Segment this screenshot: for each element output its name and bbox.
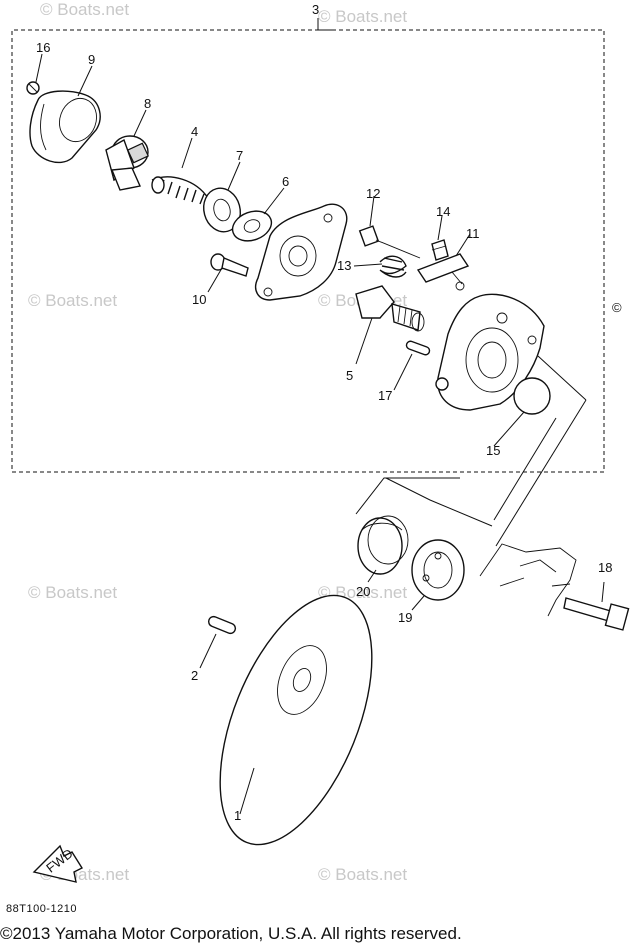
part-12-cap xyxy=(358,225,421,259)
part-13-spring xyxy=(379,255,407,278)
callout-3: 3 xyxy=(312,2,319,17)
callout-6: 6 xyxy=(282,174,289,189)
part-6-washer xyxy=(231,210,273,242)
callout-10: 10 xyxy=(192,292,206,307)
part-15-body xyxy=(435,293,551,415)
leader-lines-lower xyxy=(367,569,425,611)
callout-20: 20 xyxy=(356,584,370,599)
leader-lines xyxy=(35,53,525,447)
part-14-cap xyxy=(431,239,449,261)
callout-16: 16 xyxy=(36,40,50,55)
part-7-washer xyxy=(203,187,241,233)
pump-housing xyxy=(254,203,348,301)
part-20-bushing xyxy=(357,515,409,575)
watermark: © Boats.net xyxy=(28,583,117,602)
part-10-bolt xyxy=(210,253,249,277)
callout-1: 1 xyxy=(234,808,241,823)
callout-8: 8 xyxy=(144,96,151,111)
callout-14: 14 xyxy=(436,204,450,219)
callout-11: 11 xyxy=(466,226,480,241)
part-19-gear xyxy=(411,539,465,601)
callout-7: 7 xyxy=(236,148,243,163)
callout-4: 4 xyxy=(191,124,198,139)
watermark: © Boats.net xyxy=(28,291,117,310)
side-mark: © xyxy=(612,300,622,315)
part-1-plate xyxy=(219,594,373,846)
watermark: © Boats.net xyxy=(318,7,407,26)
watermark: © Boats.net xyxy=(318,865,407,884)
copyright-notice: ©2013 Yamaha Motor Corporation, U.S.A. A… xyxy=(0,924,462,943)
connector-lines xyxy=(355,355,587,547)
callout-5: 5 xyxy=(346,368,353,383)
callout-9: 9 xyxy=(88,52,95,67)
part-9-cover xyxy=(29,90,101,164)
assembly-frame xyxy=(11,18,605,473)
part-8-shaft xyxy=(105,135,150,191)
callout-13: 13 xyxy=(337,258,351,273)
part-5-valve xyxy=(355,285,425,332)
part-18-bolt xyxy=(563,581,630,631)
part-17-pin xyxy=(405,340,431,356)
callout-12: 12 xyxy=(366,186,380,201)
diagram-code: 88T100-1210 xyxy=(6,903,77,915)
callout-numbers: 1 2 3 4 5 6 7 8 9 10 11 12 13 14 15 16 1… xyxy=(36,2,612,823)
part-11-clip xyxy=(416,253,470,291)
part-16-bolt xyxy=(26,81,40,95)
watermark: © Boats.net xyxy=(40,0,129,19)
callout-18: 18 xyxy=(598,560,612,575)
part-4-spring xyxy=(151,176,209,205)
callout-2: 2 xyxy=(191,668,198,683)
callout-17: 17 xyxy=(378,388,392,403)
crankcase-fragment xyxy=(479,543,577,617)
callout-15: 15 xyxy=(486,443,500,458)
part-2-key xyxy=(199,615,237,669)
callout-19: 19 xyxy=(398,610,412,625)
